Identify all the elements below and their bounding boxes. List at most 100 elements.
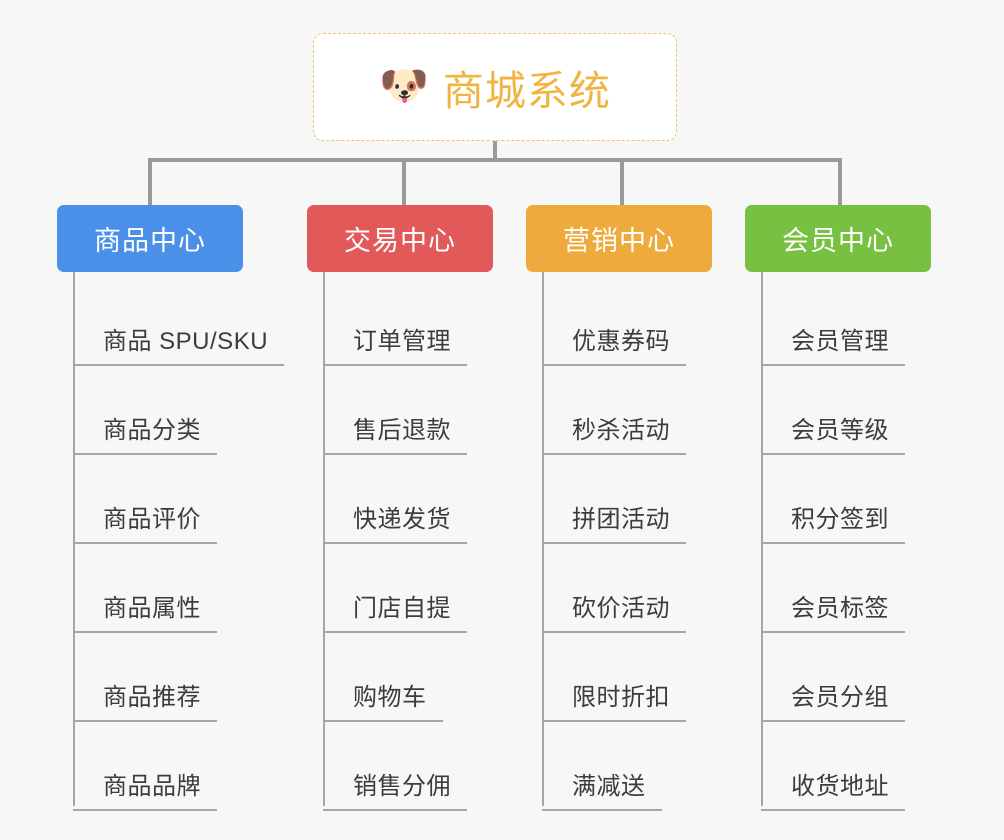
branch-header-member-center[interactable]: 会员中心 [745, 205, 931, 272]
leaf-item-label: 拼团活动 [572, 506, 670, 533]
branch-marketing-center: 营销中心优惠券码秒杀活动拼团活动砍价活动限时折扣满减送 [526, 205, 712, 811]
leaf-underline: 快递发货 [323, 499, 467, 544]
leaf-item-label: 收货地址 [791, 773, 889, 800]
leaf-item-label: 会员等级 [791, 417, 889, 444]
leaf-underline: 商品属性 [73, 588, 217, 633]
leaf-item[interactable]: 门店自提 [307, 544, 493, 633]
leaf-underline: 商品 SPU/SKU [73, 321, 285, 366]
leaf-item-label: 商品属性 [103, 595, 201, 622]
leaf-item[interactable]: 商品推荐 [57, 633, 284, 722]
branch-member-center: 会员中心会员管理会员等级积分签到会员标签会员分组收货地址 [745, 205, 931, 811]
leaf-underline: 门店自提 [323, 588, 467, 633]
leaf-item[interactable]: 会员等级 [745, 366, 931, 455]
leaf-underline: 会员等级 [761, 410, 905, 455]
leaf-item-label: 积分签到 [791, 506, 889, 533]
branch-header-label: 交易中心 [344, 226, 456, 256]
leaf-item-label: 限时折扣 [572, 684, 670, 711]
leaf-item-label: 购物车 [353, 684, 427, 711]
leaf-underline: 满减送 [542, 766, 662, 811]
leaf-underline: 商品品牌 [73, 766, 217, 811]
branch-drop-line-product-center [148, 158, 152, 205]
leaf-underline: 会员分组 [761, 677, 905, 722]
leaf-underline: 会员管理 [761, 321, 905, 366]
leaf-item-label: 销售分佣 [353, 773, 451, 800]
root-node[interactable]: 🐶 商城系统 [313, 33, 677, 141]
leaf-underline: 订单管理 [323, 321, 467, 366]
leaf-item[interactable]: 优惠券码 [526, 277, 712, 366]
branch-items-trade-center: 订单管理售后退款快递发货门店自提购物车销售分佣 [307, 272, 493, 811]
leaf-item[interactable]: 积分签到 [745, 455, 931, 544]
leaf-item-label: 秒杀活动 [572, 417, 670, 444]
leaf-item-label: 商品 SPU/SKU [103, 328, 269, 355]
leaf-underline: 售后退款 [323, 410, 467, 455]
leaf-item[interactable]: 满减送 [526, 722, 712, 811]
leaf-item[interactable]: 售后退款 [307, 366, 493, 455]
branch-drop-line-trade-center [402, 158, 406, 205]
branch-spine-marketing-center [542, 272, 544, 806]
branch-header-marketing-center[interactable]: 营销中心 [526, 205, 712, 272]
leaf-underline: 优惠券码 [542, 321, 686, 366]
leaf-underline: 购物车 [323, 677, 443, 722]
leaf-item[interactable]: 销售分佣 [307, 722, 493, 811]
root-stem-line [493, 141, 497, 162]
leaf-item[interactable]: 商品属性 [57, 544, 284, 633]
leaf-item[interactable]: 收货地址 [745, 722, 931, 811]
branch-items-marketing-center: 优惠券码秒杀活动拼团活动砍价活动限时折扣满减送 [526, 272, 712, 811]
leaf-underline: 积分签到 [761, 499, 905, 544]
leaf-underline: 商品分类 [73, 410, 217, 455]
leaf-item[interactable]: 订单管理 [307, 277, 493, 366]
leaf-item[interactable]: 砍价活动 [526, 544, 712, 633]
leaf-item-label: 会员管理 [791, 328, 889, 355]
branch-spine-product-center [73, 272, 75, 806]
leaf-item-label: 商品评价 [103, 506, 201, 533]
leaf-underline: 砍价活动 [542, 588, 686, 633]
leaf-underline: 会员标签 [761, 588, 905, 633]
branch-items-product-center: 商品 SPU/SKU 商品分类商品评价商品属性商品推荐商品品牌 [57, 272, 285, 811]
leaf-item-label: 商品推荐 [103, 684, 201, 711]
branch-header-label: 商品中心 [94, 226, 206, 256]
branch-header-label: 会员中心 [782, 226, 894, 256]
leaf-item[interactable]: 商品评价 [57, 455, 284, 544]
branch-items-member-center: 会员管理会员等级积分签到会员标签会员分组收货地址 [745, 272, 931, 811]
leaf-underline: 秒杀活动 [542, 410, 686, 455]
leaf-underline: 销售分佣 [323, 766, 467, 811]
branch-spine-member-center [761, 272, 763, 806]
leaf-item-label: 订单管理 [353, 328, 451, 355]
dog-face-icon: 🐶 [379, 64, 429, 108]
leaf-underline: 收货地址 [761, 766, 905, 811]
leaf-item[interactable]: 商品品牌 [57, 722, 284, 811]
leaf-item[interactable]: 会员分组 [745, 633, 931, 722]
leaf-item[interactable]: 购物车 [307, 633, 493, 722]
leaf-item-label: 快递发货 [353, 506, 451, 533]
branch-product-center: 商品中心商品 SPU/SKU 商品分类商品评价商品属性商品推荐商品品牌 [57, 205, 285, 811]
leaf-item-label: 门店自提 [353, 595, 451, 622]
leaf-underline: 限时折扣 [542, 677, 686, 722]
branch-header-product-center[interactable]: 商品中心 [57, 205, 243, 272]
branch-spine-trade-center [323, 272, 325, 806]
branch-trade-center: 交易中心订单管理售后退款快递发货门店自提购物车销售分佣 [307, 205, 493, 811]
branch-drop-line-member-center [838, 158, 842, 205]
leaf-item-label: 砍价活动 [572, 595, 670, 622]
leaf-item-label: 商品品牌 [103, 773, 201, 800]
horizontal-bus-line [148, 158, 842, 162]
leaf-item[interactable]: 限时折扣 [526, 633, 712, 722]
leaf-item-label: 优惠券码 [572, 328, 670, 355]
leaf-item[interactable]: 商品 SPU/SKU [57, 277, 285, 366]
leaf-underline: 商品推荐 [73, 677, 217, 722]
leaf-item[interactable]: 秒杀活动 [526, 366, 712, 455]
leaf-item[interactable]: 会员管理 [745, 277, 931, 366]
branch-header-label: 营销中心 [563, 226, 675, 256]
root-title: 商城系统 [442, 68, 611, 114]
branch-header-trade-center[interactable]: 交易中心 [307, 205, 493, 272]
leaf-item[interactable]: 会员标签 [745, 544, 931, 633]
leaf-underline: 商品评价 [73, 499, 217, 544]
leaf-item-label: 会员标签 [791, 595, 889, 622]
leaf-item[interactable]: 商品分类 [57, 366, 284, 455]
leaf-item-label: 售后退款 [353, 417, 451, 444]
leaf-underline: 拼团活动 [542, 499, 686, 544]
leaf-item[interactable]: 快递发货 [307, 455, 493, 544]
leaf-item-label: 满减送 [572, 773, 646, 800]
branch-drop-line-marketing-center [620, 158, 624, 205]
leaf-item[interactable]: 拼团活动 [526, 455, 712, 544]
